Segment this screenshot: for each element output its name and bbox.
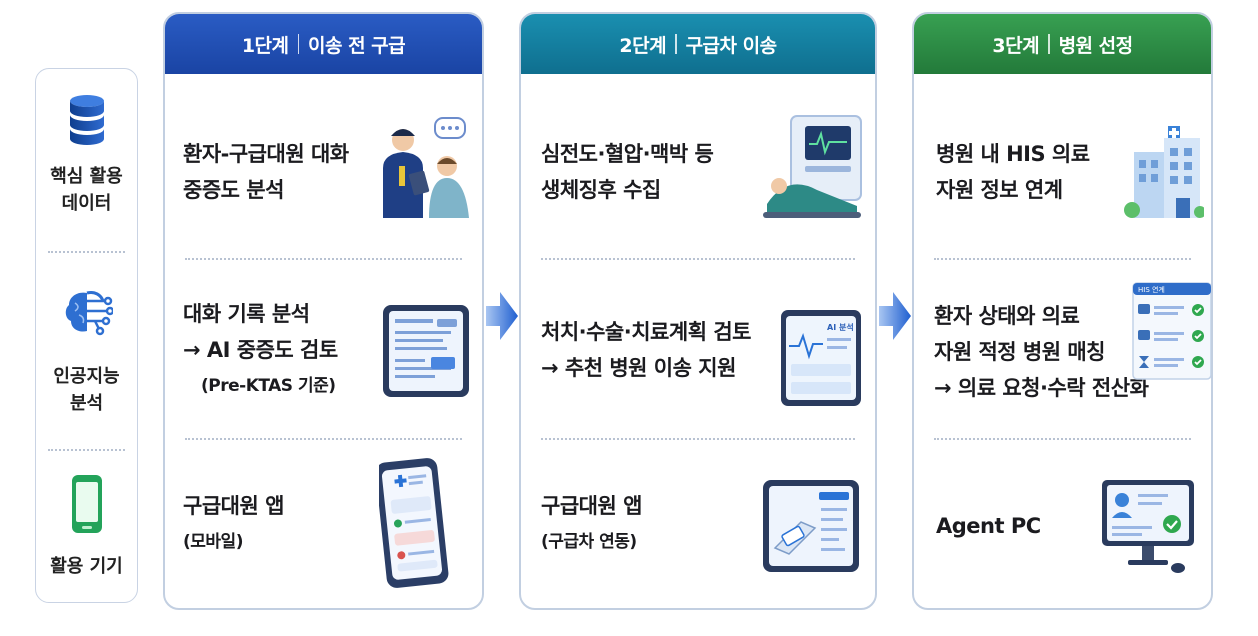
stage-step: 2단계 <box>619 34 667 57</box>
stage-step: 1단계 <box>241 34 289 57</box>
stage-title: 이송 전 구급 <box>308 34 406 57</box>
paramedic-patient-conversation-icon <box>383 117 469 218</box>
row-text-line: 생체징후 수집 <box>541 178 661 202</box>
data-sidebar: 핵심 활용 데이터 인공지능 분석 활용 기기 <box>35 68 138 603</box>
row-divider <box>934 258 1191 260</box>
sidebar-divider <box>48 449 125 451</box>
flow-arrow-icon <box>879 292 911 340</box>
header-separator <box>675 34 677 54</box>
sidebar-label: 활용 기기 <box>50 556 123 577</box>
header-separator <box>1048 34 1050 54</box>
ambulance-vital-monitor-icon <box>763 115 862 218</box>
stage-3-panel: 3단계 병원 선정 병원 내 HIS 의료 자원 정보 연계 <box>912 12 1213 610</box>
stage-2-row-3: 구급대원 앱 (구급차 연동) <box>521 438 875 608</box>
row-text-line: 구급대원 앱 <box>541 494 642 518</box>
row-text-line: 환자-구급대원 대화 <box>183 142 349 166</box>
row-text-line: → 의료 요청·수락 전산화 <box>934 376 1149 400</box>
stage-1-header: 1단계 이송 전 구급 <box>165 14 482 74</box>
row-divider <box>185 438 462 440</box>
flow-arrow-icon <box>486 292 518 340</box>
stage-2-header: 2단계 구급차 이송 <box>521 14 875 74</box>
row-text-line: 구급대원 앱 <box>183 494 284 518</box>
stage-1-row-3: 구급대원 앱 (모바일) <box>165 438 482 608</box>
row-text-line: → AI 중증도 검토 <box>183 338 338 362</box>
sidebar-divider <box>48 251 125 253</box>
stage-title: 병원 선정 <box>1058 34 1134 57</box>
row-divider <box>185 258 462 260</box>
row-divider <box>541 258 855 260</box>
desktop-pc-icon <box>1102 480 1194 573</box>
row-text-line: 자원 정보 연계 <box>936 178 1063 202</box>
header-separator <box>297 34 300 54</box>
tablet-tag: AI 분석 <box>827 322 854 332</box>
stage-1-row-1: 환자-구급대원 대화 중증도 분석 <box>165 74 482 258</box>
stage-3-row-1: 병원 내 HIS 의료 자원 정보 연계 <box>914 74 1211 258</box>
his-checklist-icon: HIS 연계 <box>1132 282 1211 380</box>
row-text-line: 중증도 분석 <box>183 178 284 202</box>
ambulance-app-tablet-icon <box>763 480 859 572</box>
row-text-line: (구급차 연동) <box>541 532 637 552</box>
hospital-building-icon <box>1124 126 1204 218</box>
row-text-line: → 추천 병원 이송 지원 <box>541 356 736 380</box>
stage-step: 3단계 <box>992 34 1040 57</box>
stage-2-row-1: 심전도·혈압·맥박 등 생체징후 수집 <box>521 74 875 258</box>
row-text-line: (모바일) <box>183 532 243 552</box>
database-icon <box>69 95 104 145</box>
row-divider <box>934 438 1191 440</box>
stage-2-row-2: 처치·수술·치료계획 검토 → 추천 병원 이송 지원 AI 분석 <box>521 258 875 438</box>
row-text-line: 심전도·혈압·맥박 등 <box>541 142 714 166</box>
row-text-line: 대화 기록 분석 <box>183 302 310 326</box>
row-divider <box>541 438 855 440</box>
sidebar-label: 핵심 활용 데이터 <box>50 166 123 214</box>
smartphone-icon <box>71 475 102 533</box>
brain-circuit-icon <box>65 291 113 336</box>
sidebar-label: 인공지능 분석 <box>53 366 120 414</box>
sidebar-item-ai-analysis: 인공지능 분석 <box>36 287 137 417</box>
stage-1-row-2: 대화 기록 분석 → AI 중증도 검토 (Pre-KTAS 기준) <box>165 258 482 438</box>
stage-title: 구급차 이송 <box>685 34 778 57</box>
row-text-line: 처치·수술·치료계획 검토 <box>541 320 751 344</box>
row-text-line: 병원 내 HIS 의료 <box>936 142 1090 166</box>
mobile-app-icon <box>379 458 449 588</box>
sidebar-item-core-data: 핵심 활용 데이터 <box>36 93 137 217</box>
stage-3-row-3: Agent PC <box>914 438 1211 608</box>
stage-2-panel: 2단계 구급차 이송 심전도·혈압·맥박 등 생체징후 수집 처치·수술·치료계… <box>519 12 877 610</box>
stage-3-row-2: 환자 상태와 의료 자원 적정 병원 매칭 → 의료 요청·수락 전산화 HIS… <box>914 258 1211 438</box>
sidebar-item-devices: 활용 기기 <box>36 473 137 580</box>
panel-tag: HIS 연계 <box>1138 285 1165 294</box>
stage-3-header: 3단계 병원 선정 <box>914 14 1211 74</box>
row-text-line: Agent PC <box>936 514 1041 538</box>
row-text-line: (Pre-KTAS 기준) <box>201 376 336 396</box>
row-text-line: 자원 적정 병원 매칭 <box>934 340 1106 364</box>
stage-1-panel: 1단계 이송 전 구급 환자-구급대원 대화 중증도 분석 <box>163 12 484 610</box>
ai-analysis-tablet-icon: AI 분석 <box>781 310 861 406</box>
row-text-line: 환자 상태와 의료 <box>934 304 1080 328</box>
tablet-report-icon <box>383 305 469 397</box>
